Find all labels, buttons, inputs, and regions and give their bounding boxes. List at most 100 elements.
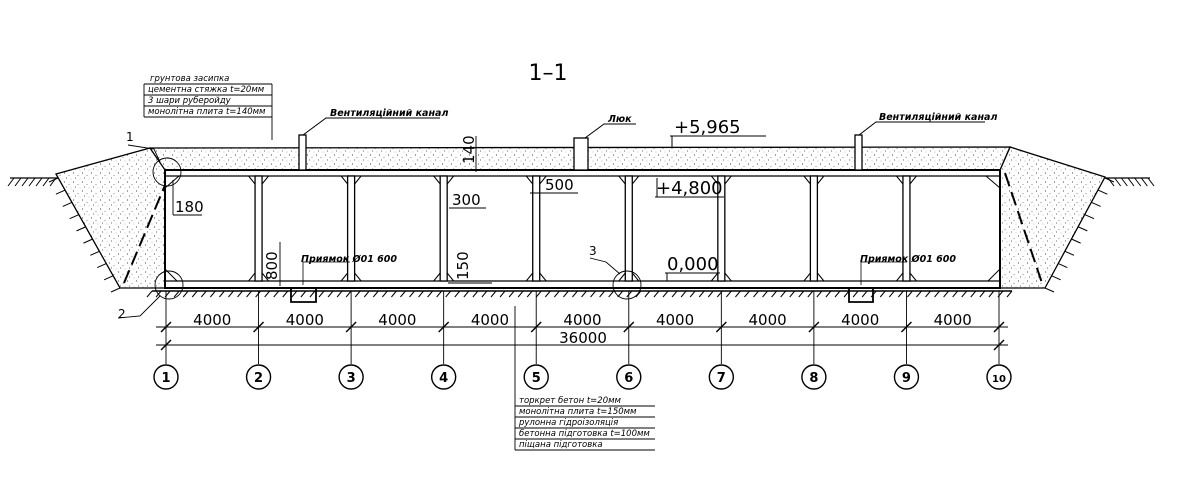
axis-label-10: 10	[992, 374, 1006, 385]
span-tick-2	[253, 321, 265, 333]
callout-3: 3	[589, 244, 597, 258]
span-dim-4: 4000	[471, 311, 509, 329]
floor-layers-legend: торкрет бетон t=20мм монолітна плита t=1…	[514, 306, 655, 451]
floor-layer-5: піщана підготовка	[519, 440, 603, 450]
haunch-8	[803, 175, 825, 282]
pit-right	[848, 288, 874, 303]
span-tick-7	[715, 321, 727, 333]
axis-bubble-9	[893, 364, 920, 390]
corner-haunches	[164, 175, 1001, 282]
total-tick-start	[160, 339, 172, 351]
callout-3-leader	[589, 257, 621, 275]
axis-bubble-4	[430, 364, 457, 390]
floor-layer-1: торкрет бетон t=20мм	[519, 396, 622, 406]
vent-right-leader	[858, 121, 985, 136]
span-tick-9	[900, 321, 912, 333]
span-dim-2: 4000	[286, 311, 324, 329]
node-circle-2	[154, 270, 184, 300]
column-4	[439, 175, 448, 282]
haunch-3	[340, 175, 362, 282]
span-tick-6	[623, 321, 635, 333]
axis-label-2: 2	[254, 371, 263, 386]
haunch-9	[896, 175, 917, 282]
axis-bubble-5	[523, 364, 549, 390]
span-tick-8	[808, 321, 820, 333]
pit-right-leader	[860, 261, 907, 285]
total-tick-end	[993, 339, 1005, 351]
column-9	[902, 175, 911, 282]
column-6	[624, 175, 633, 282]
axis-label-1: 1	[161, 371, 170, 386]
span-dim-5: 4000	[563, 311, 601, 329]
pit-left	[290, 288, 317, 303]
span-dim-8: 4000	[841, 311, 879, 329]
elevation-floor: 0,000	[667, 254, 719, 275]
span-dim-3: 4000	[378, 311, 416, 329]
hatch-leader	[584, 123, 636, 139]
roof-layer-4: монолітна плита t=140мм	[148, 107, 266, 117]
span-tick-3	[345, 321, 357, 333]
axis-label-9: 9	[902, 371, 911, 386]
vent-pipe-left	[298, 134, 307, 171]
vent-left-leader	[302, 117, 440, 136]
column-7	[717, 175, 726, 282]
span-dim-6: 4000	[656, 311, 694, 329]
span-dim-7: 4000	[749, 311, 787, 329]
axis-bubble-8	[801, 364, 827, 390]
callout-1-leader	[127, 144, 161, 163]
pit-left-leader	[302, 261, 350, 285]
floor-layer-2: монолітна плита t=150мм	[519, 407, 637, 417]
column-5	[532, 175, 541, 282]
axis-label-3: 3	[347, 371, 356, 386]
dim-150: 150	[454, 251, 472, 280]
roof-layers-legend: грунтова засипка цементна стяжка t=20мм …	[143, 74, 273, 140]
column-2	[254, 175, 263, 282]
axis-label-8: 8	[809, 371, 818, 386]
axis-bubble-1	[153, 364, 179, 390]
haunch-6	[618, 175, 640, 282]
vent-pipe-right	[854, 134, 863, 171]
span-tick-4	[438, 321, 450, 333]
dim-140: 140	[460, 135, 478, 164]
callout-2: 2	[118, 307, 126, 321]
roof-layer-1: грунтова засипка	[150, 74, 229, 84]
elevation-mid: +4,800	[656, 178, 723, 199]
soil-backfill-right	[999, 146, 1106, 289]
axis-label-4: 4	[439, 371, 448, 386]
columns	[164, 175, 1001, 282]
dim-800: 800	[263, 251, 281, 280]
axis-bubble-10	[986, 364, 1012, 390]
pit-left-label: Приямок Ø01 600	[301, 254, 397, 265]
hatch-shaft	[573, 137, 589, 171]
section-title: 1–1	[529, 61, 568, 86]
callout-1: 1	[126, 130, 134, 144]
span-tick-10	[993, 321, 1005, 333]
elevation-top: +5,965	[674, 117, 741, 138]
haunch-2	[248, 175, 269, 282]
haunch-7	[710, 175, 732, 282]
node-circle-3	[612, 270, 642, 300]
total-dim: 36000	[559, 329, 607, 347]
axis-bubble-3	[338, 364, 364, 390]
haunch-4	[433, 175, 455, 282]
floor-layer-3: рулонна гідроізоляція	[518, 418, 618, 428]
dim-300: 300	[452, 191, 481, 209]
hatch-label: Люк	[607, 114, 632, 125]
span-tick-5	[530, 321, 542, 333]
axis-label-6: 6	[624, 371, 633, 386]
column-8	[809, 175, 819, 282]
span-dimensions: 4000 4000 4000 4000 4000 4000 4000 4000 4000	[160, 291, 1005, 364]
axis-label-7: 7	[717, 371, 726, 386]
node-circle-1	[152, 157, 182, 187]
span-dim-9: 4000	[934, 311, 972, 329]
structure-outline	[164, 169, 1001, 289]
axis-bubble-6	[616, 364, 642, 390]
span-dim-1: 4000	[193, 311, 231, 329]
axis-bubble-2	[245, 364, 272, 390]
callout-2-leader	[117, 295, 161, 319]
floor-layer-4: бетонна підготовка t=100мм	[519, 429, 650, 439]
roof-layer-3: 3 шари руберойду	[148, 96, 232, 106]
roof-layer-2: цементна стяжка t=20мм	[148, 85, 265, 95]
